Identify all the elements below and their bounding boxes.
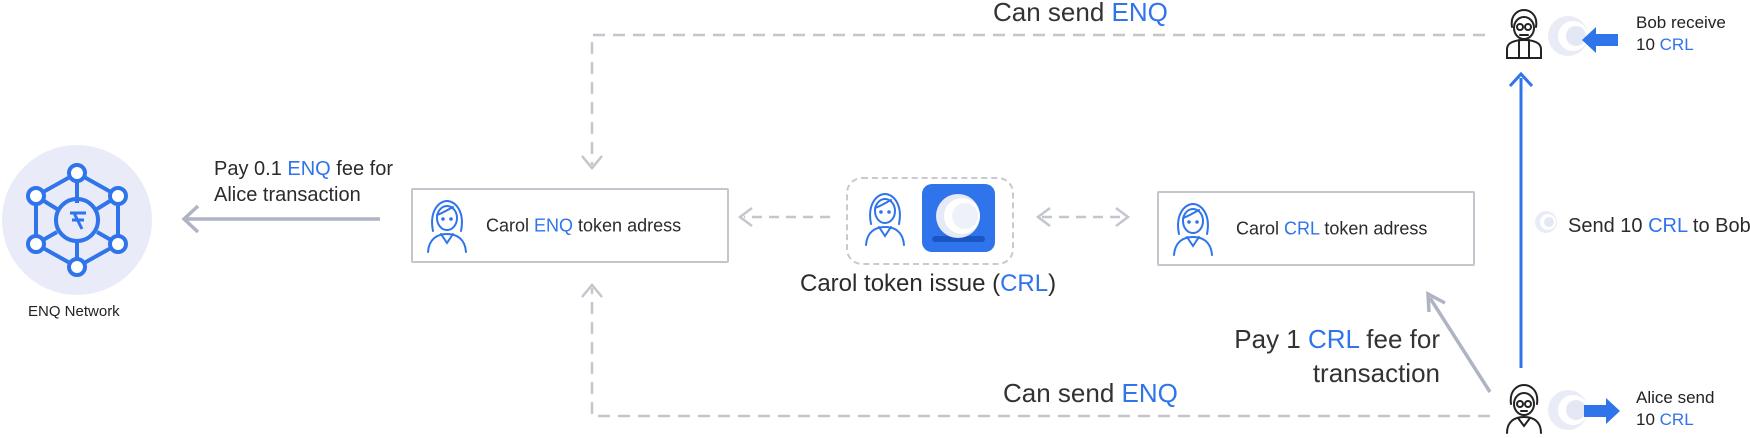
enq-box-token: ENQ [534,215,574,235]
fee-left-arrowhead [181,204,200,234]
issue-suffix: ) [1048,270,1057,297]
fee-right-line1-a: Pay 1 [1234,324,1308,354]
top-can-send-prefix: Can send [993,0,1112,27]
issue-to-enq-arrowhead [737,207,753,227]
issue-prefix: Carol token issue ( [800,270,1001,297]
transfer-label: Send 10 CRL to Bob [1568,213,1750,239]
bottom-dashed-arrowhead [581,283,603,298]
alice-avatar-icon [1506,383,1542,434]
enq-box-suffix: token adress [573,215,682,235]
issue-token: CRL [1000,270,1049,297]
bob-avatar-icon [1506,8,1542,59]
coin-icon [932,194,985,242]
top-can-send-token: ENQ [1111,0,1168,27]
arrow-right-icon [1584,398,1620,424]
fee-right-line2: transaction [1312,358,1440,388]
crl-box-prefix: Carol [1236,218,1285,238]
crl-box-token: CRL [1284,218,1320,238]
crl-box-text: Carol CRL token adress [1236,218,1427,239]
carol-crl-address-box: Carol CRL token adress [1157,191,1475,266]
fee-right-line1-b: fee for [1359,324,1440,354]
fee-left-token: ENQ [287,158,331,180]
issue-group-box [846,177,1014,265]
fee-left-line1-a: Pay 0.1 [214,158,288,180]
top-dashed-arrowhead [581,155,603,170]
transfer-arrowhead [1508,71,1534,88]
fee-left-label: Pay 0.1 ENQ fee for Alice transaction [214,156,393,208]
bottom-can-send-prefix: Can send [1003,378,1122,408]
alice-coin-icon [1548,390,1588,430]
fee-left-line2: Alice transaction [214,184,361,206]
issue-to-crl-arrowhead-left [1035,207,1051,227]
top-dashed-connector [590,33,1485,165]
bottom-can-send-token: ENQ [1121,378,1178,408]
alice-line1: Alice send [1636,388,1715,407]
network-label: ENQ Network [28,303,120,320]
enq-box-text: Carol ENQ token adress [486,215,681,236]
issue-to-crl-arrowhead-right [1115,207,1131,227]
bob-token: CRL [1659,35,1694,54]
fee-right-arrowhead [1426,291,1446,313]
alice-line2-a: 10 [1636,410,1660,429]
alice-label: Alice send 10 CRL [1636,387,1714,431]
enq-box-prefix: Carol [486,215,535,235]
bottom-dashed-connector [590,288,1490,418]
transfer-suffix: to Bob [1687,215,1750,237]
arrow-left-icon [1582,27,1618,53]
fee-right-arrow-line [1428,297,1492,393]
transfer-coin-icon [1535,211,1557,233]
bob-coin-icon [1548,16,1588,56]
transfer-prefix: Send 10 [1568,215,1649,237]
bottom-can-send-label: Can send ENQ [1003,378,1178,409]
alice-token: CRL [1659,410,1694,429]
bob-line1: Bob receive [1636,13,1726,32]
transfer-token: CRL [1648,215,1688,237]
bob-line2-a: 10 [1636,35,1660,54]
network-icon [26,163,128,277]
issue-carol-avatar-icon [865,192,905,246]
fee-right-label: Pay 1 CRL fee for transaction [1170,322,1440,390]
carol-enq-address-box: Carol ENQ token adress [411,188,729,263]
carol-avatar-icon [427,199,467,253]
bob-label: Bob receive 10 CRL [1636,12,1726,56]
issue-label: Carol token issue (CRL) [800,270,1056,298]
top-can-send-label: Can send ENQ [993,0,1168,28]
crl-box-suffix: token adress [1319,218,1428,238]
fee-right-token: CRL [1308,324,1360,354]
fee-left-line1-b: fee for [330,158,393,180]
crl-carol-avatar-icon [1173,202,1213,256]
